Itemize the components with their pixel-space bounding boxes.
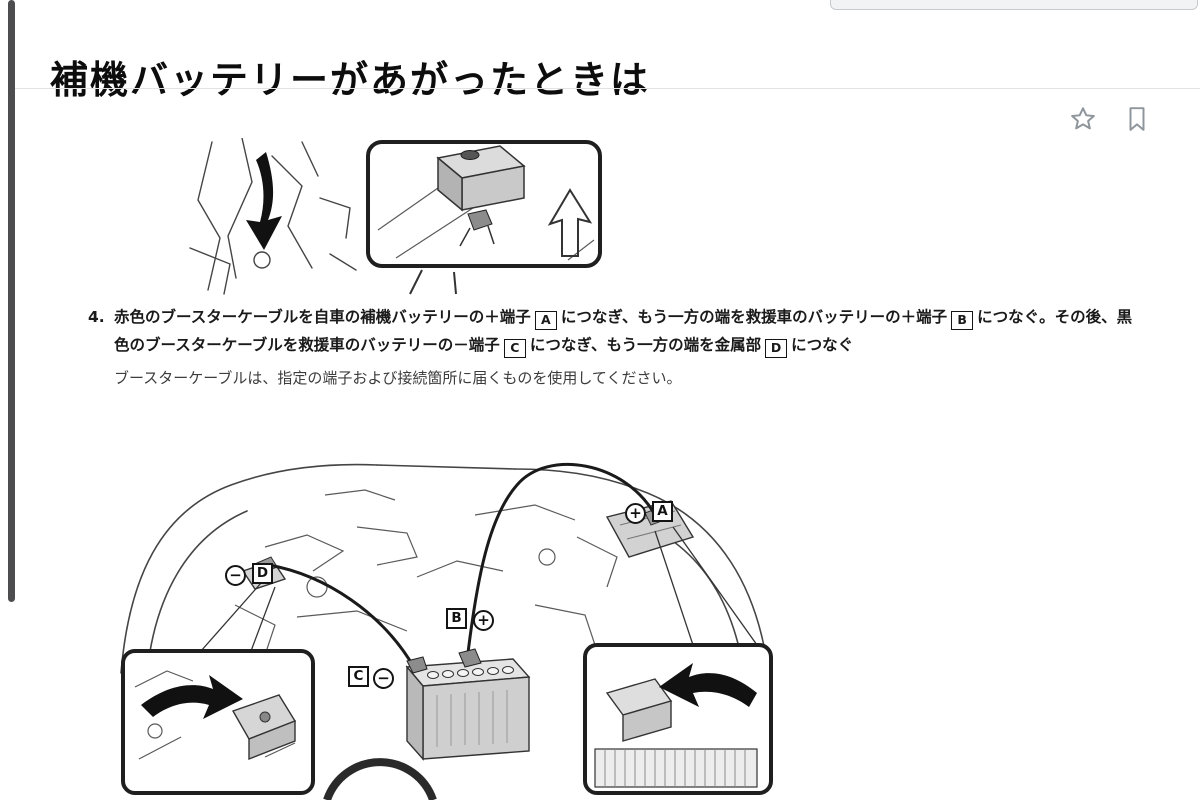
terminal-sign-d: − [225, 565, 246, 586]
step-note: ブースターケーブルは、指定の端子および接続箇所に届くものを使用してください。 [114, 369, 682, 387]
arrow-left-icon [659, 663, 757, 707]
arrow-up-outline-icon [547, 188, 593, 257]
terminal-label-c: C [348, 666, 369, 687]
black-booster-cable [268, 563, 417, 670]
figure-terminal-closeup [170, 138, 625, 298]
step-text-segment: につなぎ、もう一方の端を救援車のバッテリーの＋端子 [560, 308, 948, 326]
step-text-segment: につなぐ [791, 336, 854, 354]
step-number: 4. [88, 308, 105, 326]
arrow-down-icon [246, 152, 282, 250]
terminal-ref-a: A [534, 310, 557, 330]
star-icon [1069, 105, 1097, 133]
terminal-sign-b: + [473, 610, 494, 631]
step-text-segment: につなぎ、もう一方の端を金属部 [529, 336, 762, 354]
terminal-ref-d: D [765, 338, 788, 358]
terminal-label-a: A [652, 501, 673, 522]
page-actions [1068, 104, 1152, 134]
page-title: 補機バッテリーがあがったときは [50, 58, 651, 103]
search-input-partial[interactable] [830, 0, 1198, 10]
terminal-ref-b: B [951, 310, 974, 330]
terminal-sign-a: + [625, 503, 646, 524]
step-text-segment: 赤色のブースターケーブルを自車の補機バッテリーの＋端子 [114, 308, 531, 326]
bookmark-button[interactable] [1122, 104, 1152, 134]
arrow-right-icon [141, 675, 243, 719]
bookmark-icon [1125, 106, 1149, 132]
terminal-sign-c: − [373, 668, 394, 689]
figure-jumper-cable-connection: + A B + C − − D [115, 455, 777, 800]
terminal-label-b: B [446, 608, 467, 629]
header-divider [15, 88, 1200, 89]
terminal-ref-c: C [503, 338, 526, 358]
left-scrollbar[interactable] [8, 0, 15, 602]
favorite-star-button[interactable] [1068, 104, 1098, 134]
red-booster-cable [465, 463, 657, 662]
terminal-label-d: D [252, 563, 273, 584]
step-text-segment: につなぐ。その後、黒色のブースターケーブルを救援車のバッテリーの－端子 [114, 308, 1133, 354]
